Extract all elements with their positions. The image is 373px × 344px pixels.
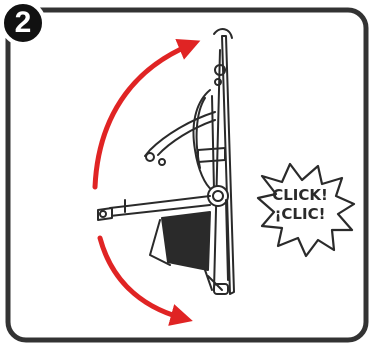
curved-arrow-down-icon bbox=[97, 235, 193, 326]
folded-stroller-illustration bbox=[97, 28, 235, 295]
panel-frame bbox=[5, 7, 369, 343]
click-text-es: ¡CLIC! bbox=[274, 205, 326, 223]
curved-arrow-up-icon bbox=[92, 38, 201, 190]
step-badge: 2 bbox=[0, 0, 46, 46]
click-callout: CLICK! ¡CLIC! bbox=[252, 186, 348, 224]
click-text-en: CLICK! bbox=[272, 186, 328, 204]
step-number: 2 bbox=[14, 6, 32, 39]
click-burst-icon bbox=[256, 162, 356, 258]
